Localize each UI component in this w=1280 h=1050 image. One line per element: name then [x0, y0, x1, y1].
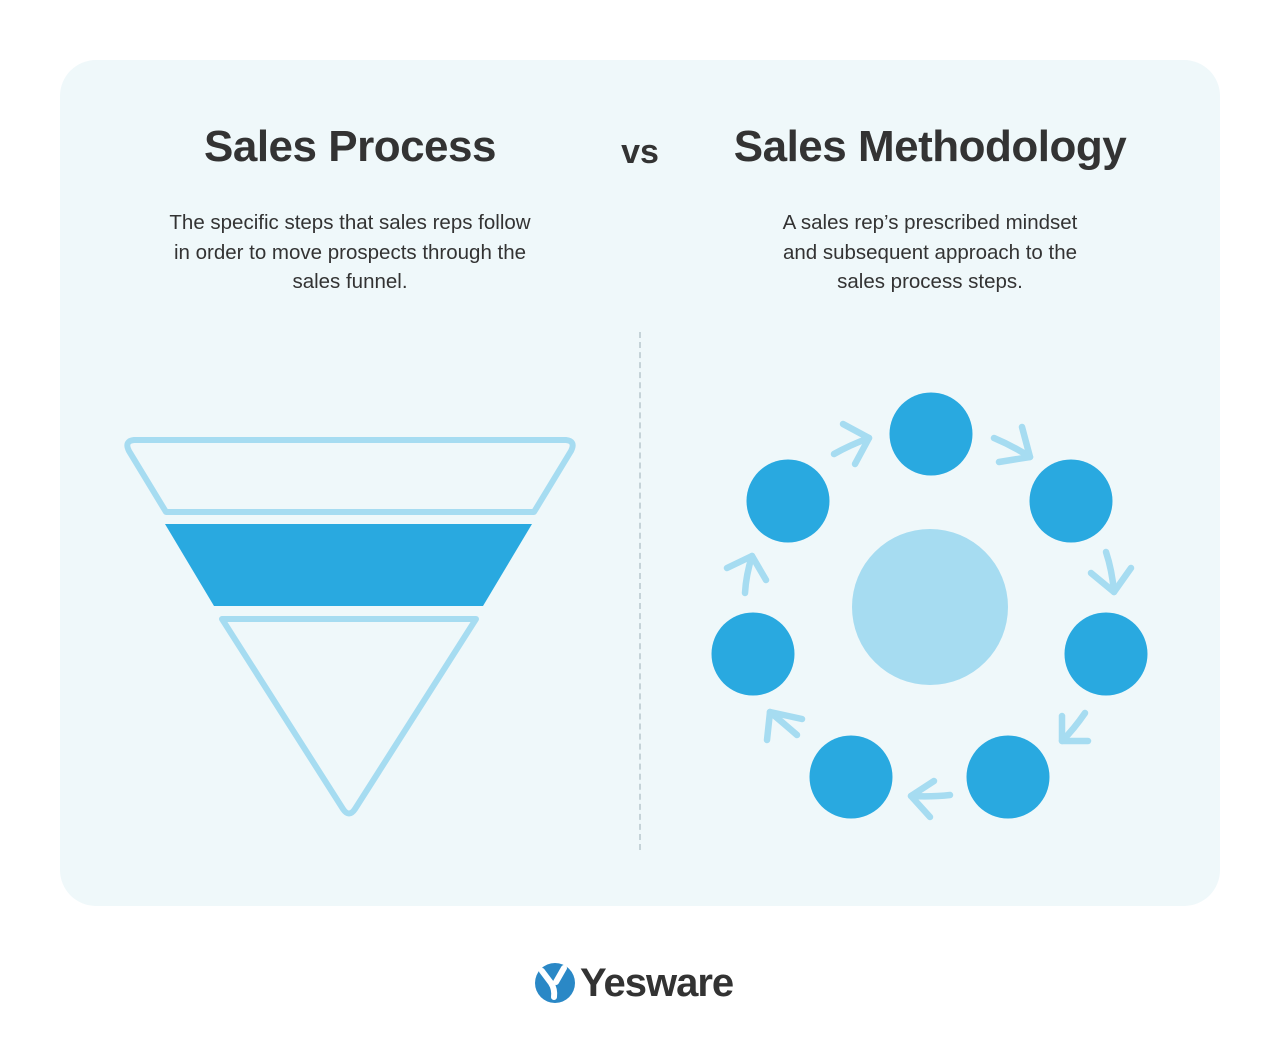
arrow-down-icon [1087, 548, 1135, 596]
cycle-node-top-left [746, 459, 830, 543]
yesware-y-logo-icon [535, 963, 575, 1003]
arrow-up-left-icon [763, 708, 806, 744]
sales-process-title: Sales Process [204, 122, 496, 171]
funnel-bottom-stage [219, 616, 479, 817]
brand-name: Yesware [580, 961, 734, 1005]
sales-methodology-title: Sales Methodology [733, 122, 1127, 171]
sales-methodology-description: A sales rep’s prescribed mindset and sub… [782, 211, 1078, 293]
funnel-middle-stage [165, 524, 532, 606]
funnel-icon [124, 437, 576, 817]
yesware-logo: Yesware [534, 961, 734, 1005]
arrow-down-right-icon [990, 423, 1034, 466]
cycle-node-top [889, 392, 973, 476]
methodology-cycle-icon [711, 392, 1148, 821]
arrow-up-icon [723, 552, 770, 597]
cycle-node-right [1064, 612, 1148, 696]
arrow-right-icon [830, 420, 873, 468]
dashed-divider [639, 332, 641, 850]
cycle-node-left [711, 612, 795, 696]
vs-label: vs [621, 133, 659, 171]
cycle-node-top-right [1029, 459, 1113, 543]
arrow-down-left-icon [1058, 709, 1092, 745]
funnel-top-stage [124, 437, 576, 515]
arrow-left-icon [907, 777, 954, 821]
cycle-node-bottom-left [809, 735, 893, 819]
sales-process-description: The specific steps that sales reps follo… [169, 211, 531, 293]
cycle-node-bottom-right [966, 735, 1050, 819]
center-circle [852, 529, 1008, 685]
